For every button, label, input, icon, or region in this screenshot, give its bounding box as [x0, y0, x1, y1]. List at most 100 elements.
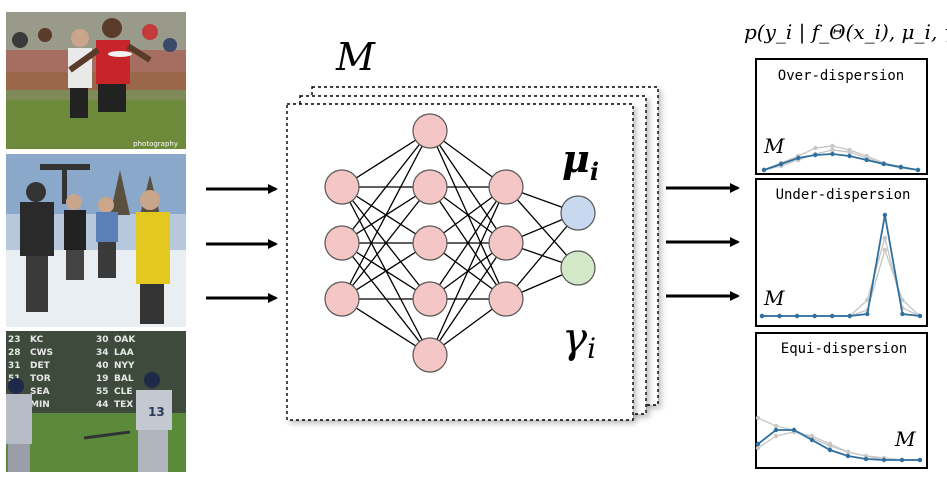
panel-equi-dispersion: Equi-dispersion M [755, 332, 928, 469]
network-edge [341, 130, 431, 300]
gamma-output-node [560, 250, 596, 286]
panel-under-dispersion: Under-dispersion M [755, 178, 928, 327]
main-curve-point [845, 453, 851, 459]
svg-text:34: 34 [96, 348, 109, 358]
network-node [324, 169, 360, 205]
main-curve [762, 214, 921, 317]
main-curve-point [794, 313, 800, 319]
network-node [324, 225, 360, 261]
svg-text:SEA: SEA [30, 387, 50, 397]
main-curve-point [847, 313, 852, 319]
main-curve-point [865, 311, 870, 317]
svg-text:TEX: TEX [114, 400, 133, 410]
ghost-curve-point [882, 235, 888, 241]
gamma-label: γi [562, 313, 596, 365]
svg-text:NYY: NYY [114, 361, 135, 371]
network-nodes [324, 113, 596, 373]
photo-skiers [6, 154, 186, 327]
ghost-curve-point [847, 149, 852, 155]
main-curve-point [900, 311, 905, 317]
panel-model-label: M [894, 427, 916, 451]
main-curve [763, 153, 919, 171]
network-node [324, 281, 360, 317]
svg-text:DET: DET [30, 361, 51, 371]
svg-text:30: 30 [96, 335, 109, 345]
ghost-curve-point [827, 441, 833, 447]
ghost-curve-point [773, 433, 779, 439]
panel-over-dispersion: Over-dispersion M [755, 58, 928, 175]
ghost-curve-point [755, 445, 761, 451]
panel-curves [755, 415, 923, 463]
panel-model-label: M [763, 134, 785, 158]
main-curve-point [759, 313, 765, 319]
network-node [488, 281, 524, 317]
svg-text:CWS: CWS [30, 348, 53, 358]
svg-text:TOR: TOR [30, 374, 51, 384]
svg-text:40: 40 [96, 361, 109, 371]
ghost-curve-point [755, 415, 761, 421]
main-curve-point [917, 457, 923, 463]
ghost-curve-point [845, 449, 851, 455]
svg-text:31: 31 [8, 361, 21, 371]
mu-label: μi [562, 136, 599, 186]
svg-text:OAK: OAK [114, 335, 136, 345]
photo-frisbee: photography [6, 12, 186, 149]
ghost-curve-point [882, 247, 888, 253]
model-label: M [335, 35, 376, 79]
main-curve [757, 429, 920, 461]
network-edge [429, 242, 507, 356]
main-curve-point [773, 427, 779, 433]
svg-text:55: 55 [96, 387, 109, 397]
panel-curves [761, 143, 921, 173]
main-curve-point [812, 313, 817, 319]
main-curve-point [791, 427, 797, 433]
main-curve-point [809, 437, 815, 443]
scoreboard: 23 KC 30 OAK 28 CWS 34 LAA 31 DET 40 NYY… [8, 335, 136, 410]
network-edge [429, 186, 507, 356]
ghost-curve [757, 417, 920, 461]
main-curve-point [830, 313, 835, 319]
network-edge [341, 186, 431, 300]
svg-text:CLE: CLE [114, 387, 133, 397]
panel-title: Over-dispersion [778, 68, 904, 84]
main-curve-point [755, 441, 761, 447]
panel-title: Equi-dispersion [781, 341, 907, 357]
main-curve-point [796, 155, 801, 161]
network-edge [429, 186, 507, 300]
output-formula: p(y_i | f_Θ(x_i), μ_i, γ_i) [744, 20, 947, 45]
mu-output-node [560, 195, 596, 231]
panel-title: Under-dispersion [776, 187, 911, 203]
main-curve-point [827, 447, 833, 453]
output-arrows [666, 183, 740, 301]
main-curve-point [847, 153, 852, 159]
panel-curves [759, 212, 923, 319]
ghost-curve-point [773, 423, 779, 429]
network-edge [505, 212, 579, 300]
svg-text:19: 19 [96, 374, 109, 384]
ghost-curve-point [813, 145, 818, 151]
input-arrows [206, 184, 278, 303]
network-node [412, 169, 448, 205]
svg-text:44: 44 [96, 400, 109, 410]
ghost-curve-point [830, 143, 835, 149]
jersey-number: 13 [148, 405, 165, 419]
main-curve-point [761, 167, 767, 173]
svg-text:LAA: LAA [114, 348, 134, 358]
main-curve-point [881, 161, 886, 167]
main-curve-point [882, 212, 888, 218]
main-curve-point [813, 152, 818, 158]
panel-model-label: M [763, 286, 785, 310]
photo-baseball: 23 KC 30 OAK 28 CWS 34 LAA 31 DET 40 NYY… [6, 331, 186, 472]
ghost-curve-point [865, 297, 870, 303]
ghost-curve-point [830, 147, 835, 153]
network-edge [341, 130, 431, 244]
photo-credit: photography [133, 140, 178, 148]
network-node [412, 281, 448, 317]
ghost-curve-point [809, 433, 815, 439]
svg-text:23: 23 [8, 335, 21, 345]
main-curve-point [881, 457, 887, 463]
svg-text:BAL: BAL [114, 374, 134, 384]
svg-text:28: 28 [8, 348, 21, 358]
main-curve-point [864, 157, 869, 163]
